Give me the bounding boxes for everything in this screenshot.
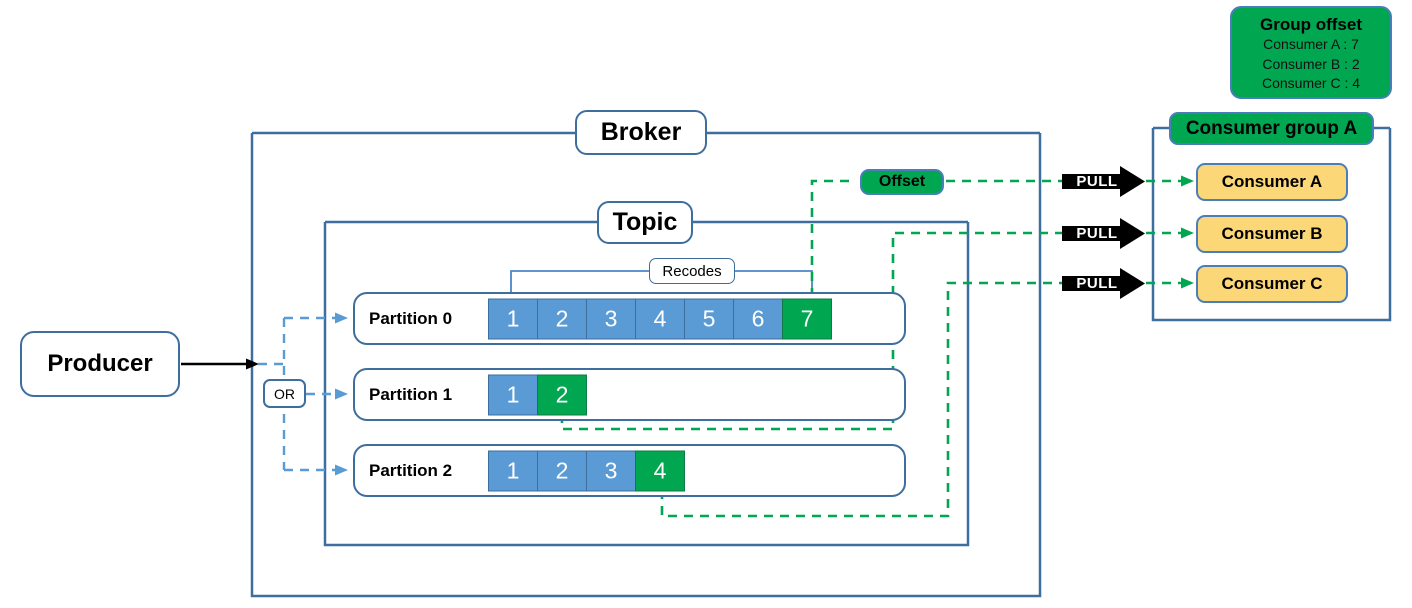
- consumer-label: Consumer A: [1221, 172, 1323, 191]
- group-offset-title: Group offset: [1260, 15, 1362, 35]
- group-offset-box: Group offset Consumer A : 7 Consumer B :…: [1230, 6, 1392, 99]
- record-cell[interactable]: 1: [488, 298, 538, 339]
- group-offset-entry: Consumer B : 2: [1262, 55, 1360, 72]
- record-cell[interactable]: 2: [537, 298, 587, 339]
- record-list: 1 2 3 4: [488, 450, 685, 491]
- pull-arrow-consumer-b: PULL: [1062, 218, 1145, 249]
- record-cell[interactable]: 2: [537, 450, 587, 491]
- consumer-group-title: Consumer group A: [1169, 112, 1374, 145]
- broker-title-chip: Broker: [575, 110, 707, 155]
- partition-label: Partition 2: [369, 460, 453, 480]
- block-arrow-icon: [1062, 268, 1145, 299]
- record-cell[interactable]: 3: [586, 298, 636, 339]
- pull-label: PULL: [1076, 173, 1118, 190]
- producer-to-broker-arrow: [181, 358, 259, 370]
- offset-path-partition0-arrowhead: [1181, 175, 1194, 187]
- consumer-a-node[interactable]: Consumer A: [1196, 163, 1348, 201]
- offset-label: Offset: [878, 173, 926, 190]
- or-routing-chip: OR: [263, 379, 306, 408]
- record-cell-current-offset[interactable]: 7: [782, 298, 832, 339]
- offset-path-partition2-arrowhead: [1181, 277, 1194, 289]
- record-cell[interactable]: 6: [733, 298, 783, 339]
- record-cell-current-offset[interactable]: 4: [635, 450, 685, 491]
- pull-arrow-consumer-c: PULL: [1062, 268, 1145, 299]
- topic-label: Topic: [612, 208, 678, 236]
- group-offset-entry: Consumer A : 7: [1263, 36, 1359, 53]
- partition-label: Partition 0: [369, 308, 453, 328]
- record-cell[interactable]: 3: [586, 450, 636, 491]
- record-list: 1 2 3 4 5 6 7: [488, 298, 832, 339]
- record-cell[interactable]: 1: [488, 374, 538, 415]
- or-label: OR: [274, 385, 295, 402]
- record-cell[interactable]: 5: [684, 298, 734, 339]
- consumer-b-node[interactable]: Consumer B: [1196, 215, 1348, 253]
- consumer-label: Consumer C: [1221, 274, 1323, 293]
- recodes-bracket-chip: Recodes: [649, 258, 735, 284]
- pull-arrow-consumer-a: PULL: [1062, 166, 1145, 197]
- broker-label: Broker: [600, 118, 682, 146]
- producer-label: Producer: [47, 350, 153, 377]
- partition-label: Partition 1: [369, 384, 453, 404]
- record-list: 1 2: [488, 374, 587, 415]
- offset-badge: Offset: [860, 169, 944, 195]
- producer-node[interactable]: Producer: [20, 331, 180, 397]
- partition-row-0[interactable]: Partition 0 1 2 3 4 5 6 7: [353, 292, 906, 345]
- group-offset-entry: Consumer C : 4: [1261, 74, 1361, 91]
- consumer-c-node[interactable]: Consumer C: [1196, 265, 1348, 303]
- record-cell[interactable]: 1: [488, 450, 538, 491]
- record-cell[interactable]: 4: [635, 298, 685, 339]
- offset-path-partition1-arrowhead: [1181, 227, 1194, 239]
- pull-label: PULL: [1076, 225, 1118, 242]
- topic-title-chip: Topic: [597, 201, 693, 244]
- partition-row-2[interactable]: Partition 2 1 2 3 4: [353, 444, 906, 497]
- pull-label: PULL: [1076, 275, 1118, 292]
- consumer-label: Consumer B: [1221, 224, 1323, 243]
- block-arrow-icon: [1062, 218, 1145, 249]
- consumer-group-label: Consumer group A: [1185, 117, 1358, 139]
- producer-fanout-arrowheads: [335, 312, 348, 476]
- recodes-label: Recodes: [662, 262, 722, 280]
- record-cell-current-offset[interactable]: 2: [537, 374, 587, 415]
- partition-row-1[interactable]: Partition 1 1 2: [353, 368, 906, 421]
- block-arrow-icon: [1062, 166, 1145, 197]
